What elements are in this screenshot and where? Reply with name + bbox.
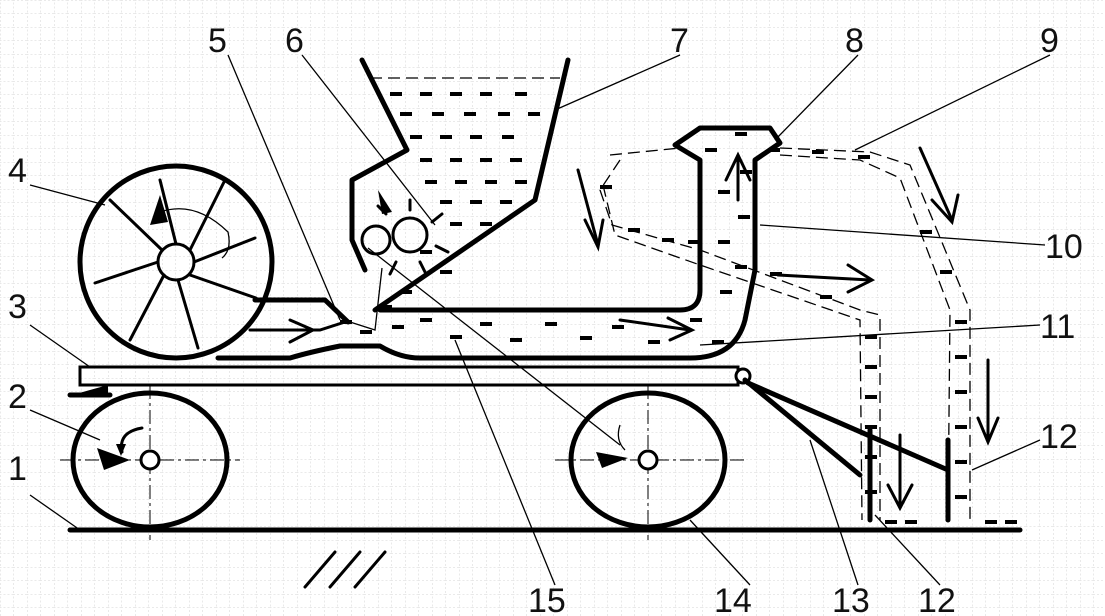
label-3: 3 — [8, 288, 27, 326]
labels: 1 2 3 4 5 6 7 8 9 10 11 12 12 13 14 15 — [8, 22, 1083, 616]
label-13: 13 — [832, 582, 870, 616]
label-1: 1 — [8, 450, 27, 488]
ground-surface — [67, 527, 1023, 589]
leader-lines — [29, 54, 1051, 586]
label-4: 4 — [8, 152, 27, 190]
hopper — [349, 57, 571, 313]
label-8: 8 — [845, 22, 864, 60]
front-wheel — [60, 385, 240, 540]
coulters — [742, 377, 951, 523]
label-11: 11 — [1040, 308, 1075, 346]
label-12-bottom: 12 — [918, 582, 956, 616]
frame — [67, 365, 752, 405]
label-6: 6 — [285, 22, 304, 60]
label-15: 15 — [528, 582, 566, 616]
label-14: 14 — [714, 582, 752, 616]
label-9: 9 — [1040, 22, 1059, 60]
label-10: 10 — [1045, 228, 1083, 266]
label-5: 5 — [208, 22, 227, 60]
air-duct — [215, 125, 783, 361]
label-12-right: 12 — [1040, 418, 1078, 456]
seed-tubes — [599, 147, 971, 521]
label-7: 7 — [670, 22, 689, 60]
seeds — [340, 92, 1017, 524]
label-2: 2 — [8, 378, 27, 416]
rear-wheel — [555, 385, 745, 540]
fan — [77, 163, 275, 361]
